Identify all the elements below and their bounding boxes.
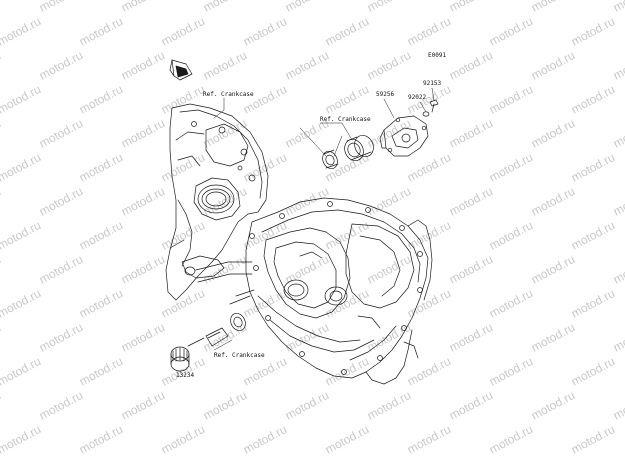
front-arrow-icon <box>169 59 193 81</box>
housing-59256 <box>379 115 429 157</box>
diagram-code-label: E0091 <box>428 52 447 59</box>
part-label-13234: 13234 <box>176 372 195 379</box>
bearing-upper <box>344 134 374 162</box>
watermark-text: motod.ru <box>611 0 625 15</box>
ref-crankcase-mid-label: Ref. Crankcase <box>320 116 371 123</box>
left-crankcase-half <box>165 103 269 301</box>
spacer-lower <box>205 327 229 347</box>
oil-seal-upper <box>322 149 339 170</box>
washer-92022 <box>422 111 430 117</box>
bearing-lower <box>230 312 246 332</box>
ref-crankcase-bottom-label: Ref. Crankcase <box>214 352 265 359</box>
bolt-92153 <box>429 99 439 113</box>
right-crankcase-half <box>229 197 433 385</box>
leader-lines <box>179 87 435 373</box>
part-label-92022: 92022 <box>408 94 427 101</box>
gear-13234 <box>170 337 205 372</box>
ref-crankcase-top-label: Ref. Crankcase <box>203 91 254 98</box>
part-label-92153: 92153 <box>423 80 442 87</box>
part-label-59256: 59256 <box>376 91 395 98</box>
